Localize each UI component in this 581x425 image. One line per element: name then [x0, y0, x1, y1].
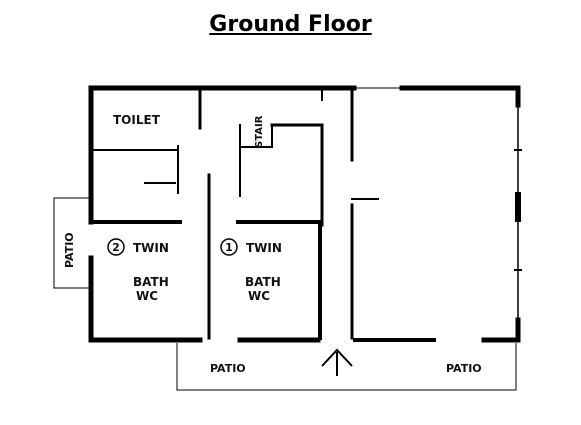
patio-outlines: [53, 197, 517, 391]
right-windows: [514, 105, 522, 320]
twin-2-label: TWIN: [133, 241, 169, 255]
twin-1-label: TWIN: [246, 241, 282, 255]
twin-2-circle: [107, 238, 125, 256]
toilet-label: TOILET: [113, 113, 161, 127]
interior-walls: [91, 86, 379, 340]
twin-1-circle: [220, 238, 238, 256]
walls: [88, 85, 521, 343]
patio-left-label: PATIO: [63, 232, 76, 268]
patio-bottom-left-label: PATIO: [210, 362, 246, 375]
page-title: Ground Floor: [209, 12, 372, 37]
twin-1-wc-label: WC: [248, 289, 270, 303]
twin-2-number: 2: [112, 241, 120, 254]
twin-1-bath-label: BATH: [245, 275, 281, 289]
arrow-up-icon: [321, 348, 353, 376]
patio-bottom-right-label: PATIO: [446, 362, 482, 375]
twin-2-bath-label: BATH: [133, 275, 169, 289]
patio-left-outline: [53, 197, 89, 289]
patio-bottom-outline: [176, 343, 517, 391]
stair-label: STAIR: [254, 115, 265, 148]
twin-2-wc-label: WC: [136, 289, 158, 303]
twin-1-number: 1: [225, 241, 233, 254]
